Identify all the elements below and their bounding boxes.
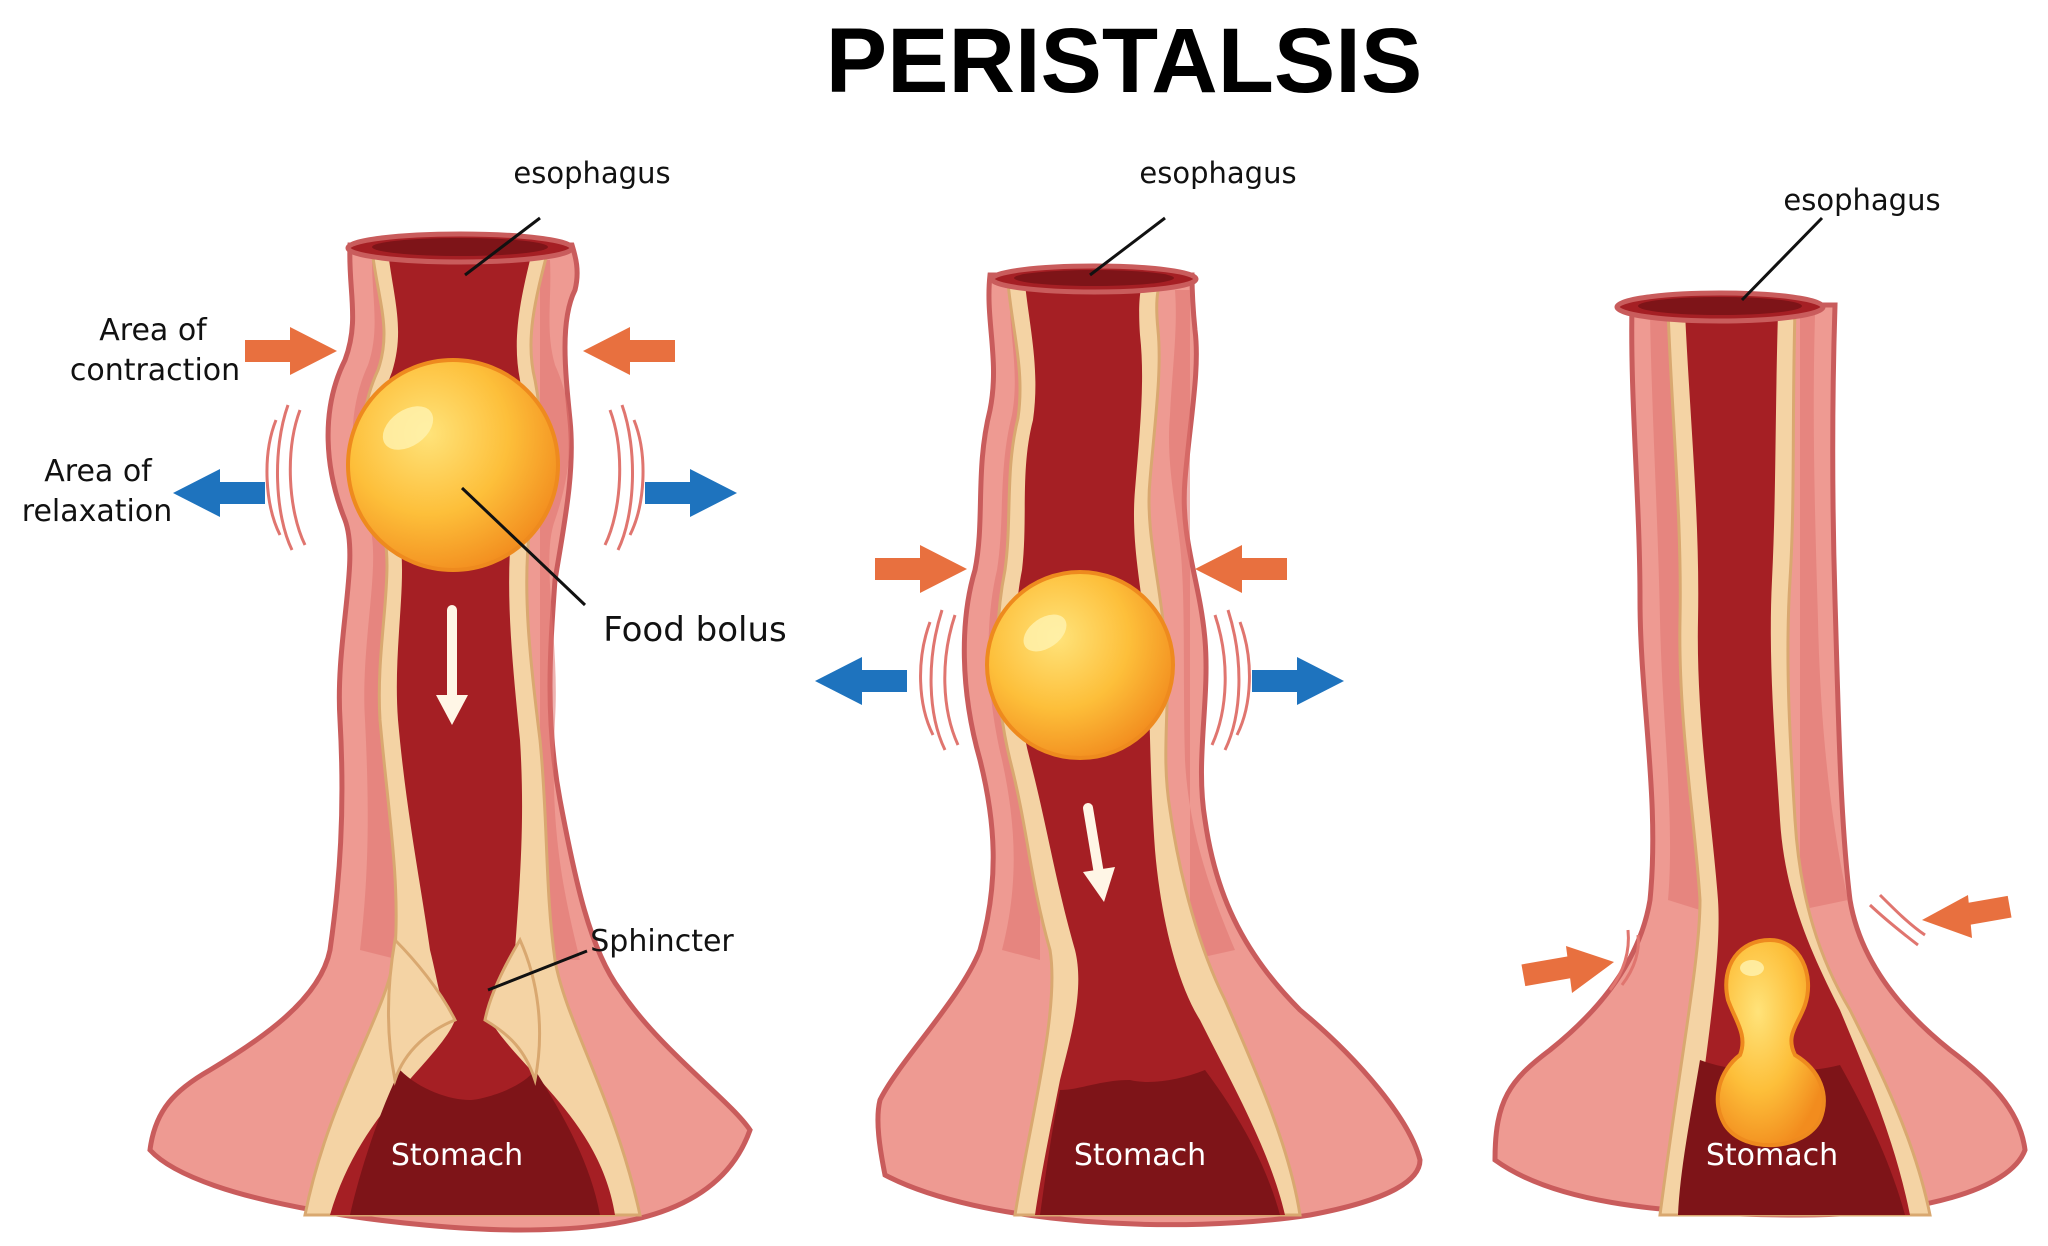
contraction-label-line1: Area of	[99, 313, 208, 348]
relaxation-label-line1: Area of	[44, 454, 153, 489]
esophagus-label-1: esophagus	[513, 156, 670, 190]
lumen-2	[1015, 284, 1285, 1215]
food-bolus-3	[1715, 937, 1826, 1147]
page-title: PERISTALSIS	[826, 10, 1422, 112]
panel-3: esophagus Stomach	[1492, 183, 2028, 1218]
contraction-arrow-left-3	[1521, 946, 1614, 993]
stomach-label-2: Stomach	[1074, 1138, 1206, 1173]
relaxation-arrow-right-2	[1252, 657, 1344, 705]
stomach-label-3: Stomach	[1706, 1138, 1838, 1173]
stomach-label-1: Stomach	[391, 1138, 523, 1173]
contraction-arrow-right-2	[1195, 545, 1287, 593]
motion-arrow-2	[1083, 803, 1105, 885]
food-bolus-1	[346, 358, 560, 572]
relaxation-arrow-left-1	[173, 469, 265, 517]
contraction-arrow-left-2	[875, 545, 967, 593]
relaxation-label-line2: relaxation	[22, 494, 172, 529]
relaxation-arrow-right-1	[645, 469, 737, 517]
food-bolus-2	[985, 570, 1175, 760]
panel-1: esophagus Area of contraction Area of re…	[22, 156, 787, 1233]
contraction-arrow-right-3	[1922, 895, 2012, 938]
esophagus-label-3: esophagus	[1783, 183, 1940, 217]
relaxation-arrow-left-2	[815, 657, 907, 705]
vibration-lines-1	[265, 404, 645, 551]
sphincter-label: Sphincter	[590, 924, 734, 959]
contraction-label-line2: contraction	[70, 353, 240, 388]
contraction-arrow-left-1	[245, 327, 337, 375]
vibration-lines-3	[1608, 893, 1926, 991]
contraction-arrow-right-1	[583, 327, 675, 375]
vibration-lines-2	[919, 609, 1251, 751]
panel-2: esophagus Stomach	[815, 156, 1423, 1228]
food-bolus-label: Food bolus	[603, 610, 786, 650]
esophagus-label-2: esophagus	[1139, 156, 1296, 190]
